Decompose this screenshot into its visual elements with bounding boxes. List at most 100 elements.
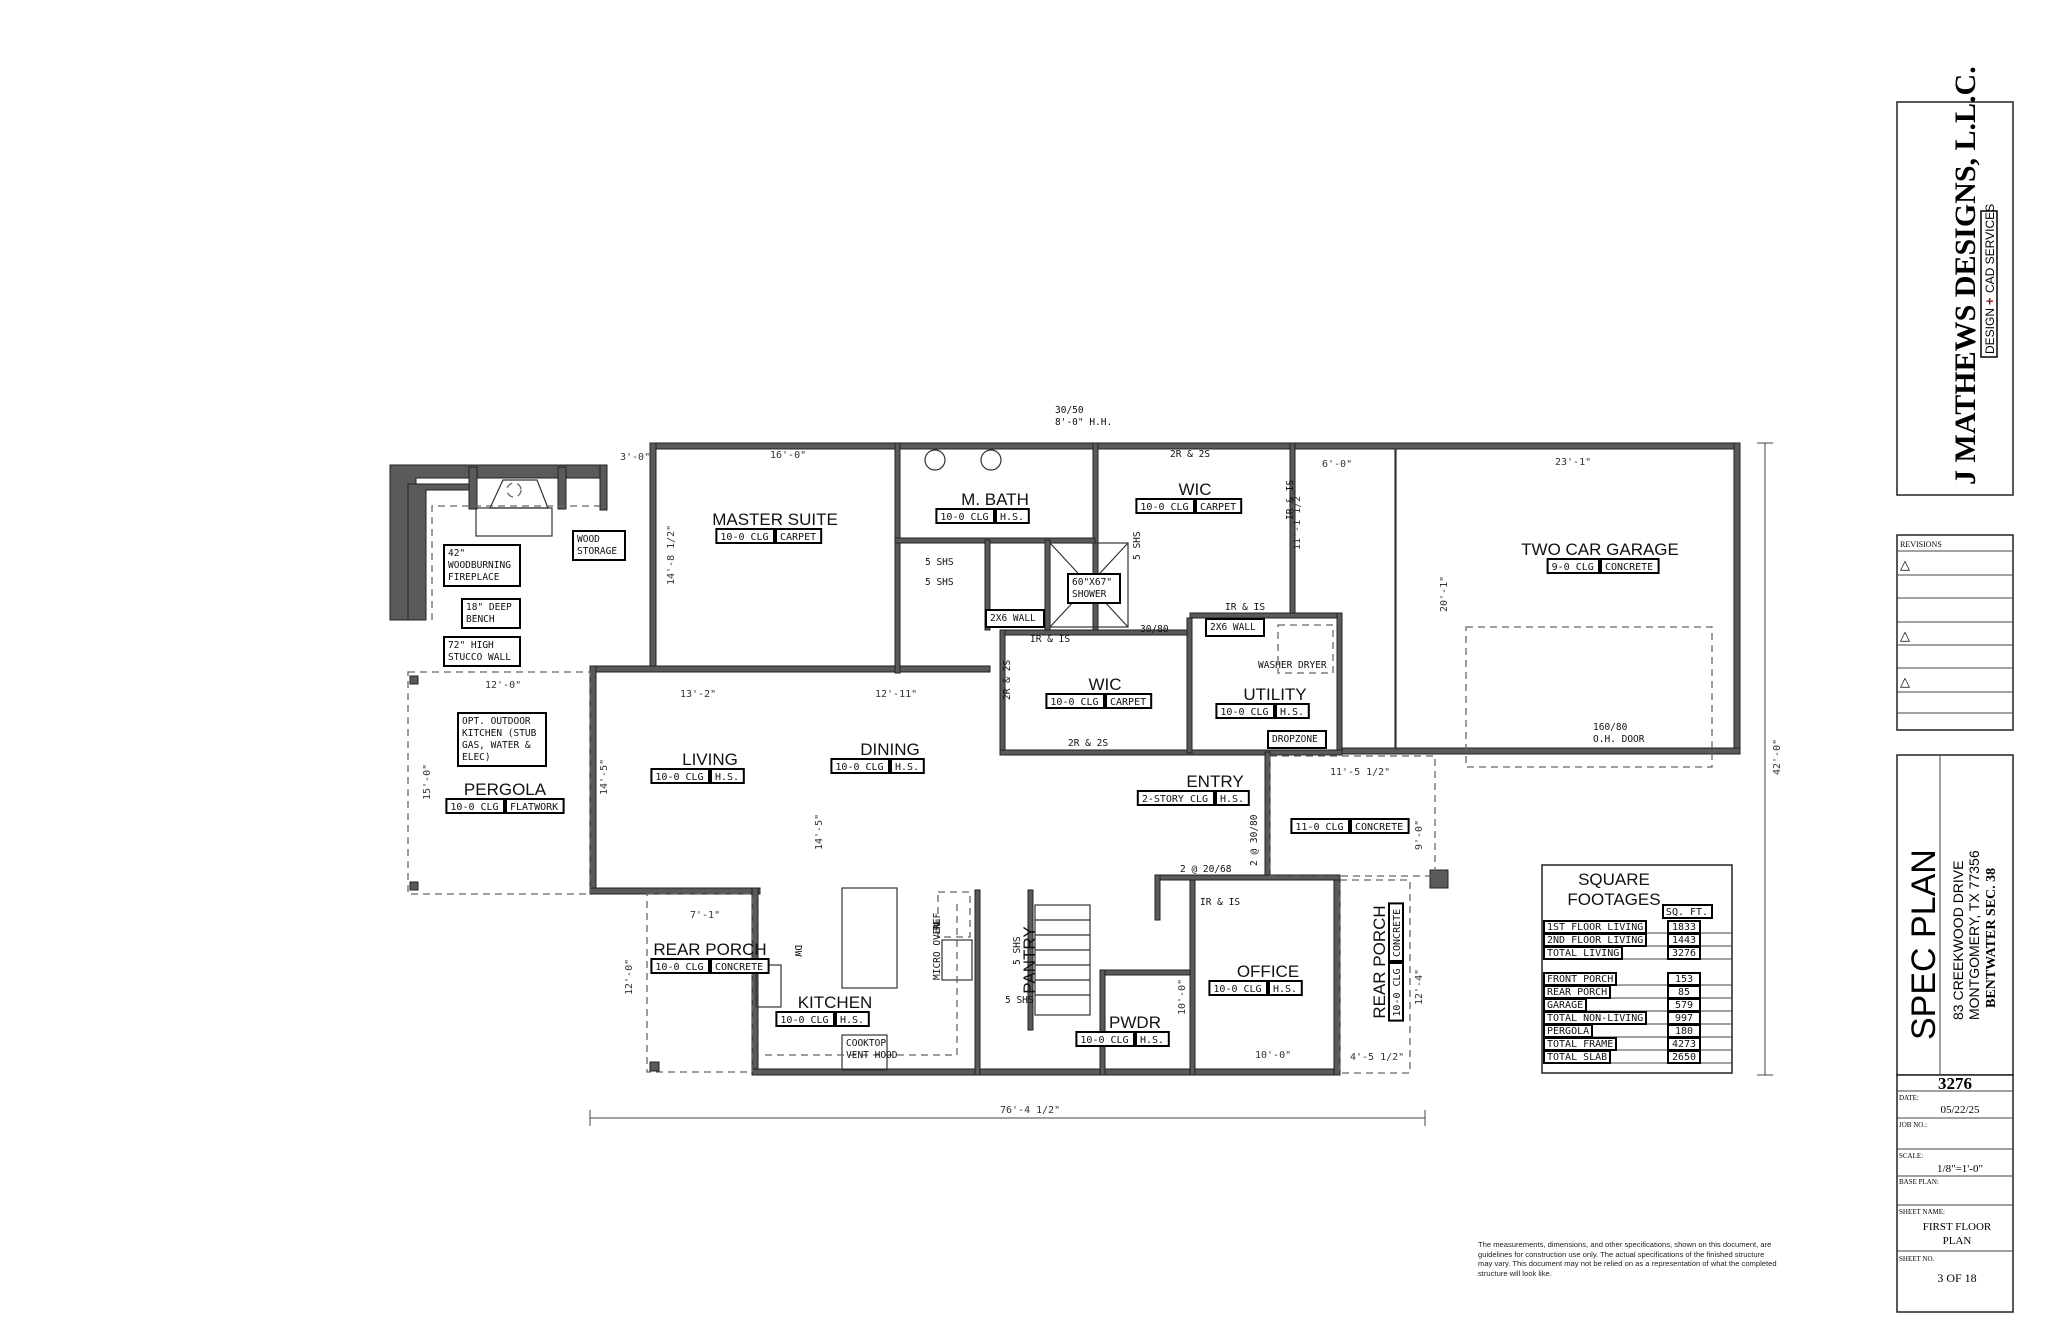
title-block: J MATHEWS DESIGNS, L.L.C. DESIGN + CAD S… bbox=[1896, 66, 2014, 1313]
room-tag: 10-0 CLG bbox=[1080, 1035, 1128, 1046]
svg-text:2X6 WALL: 2X6 WALL bbox=[990, 613, 1036, 624]
svg-text:2 @ 20/68: 2 @ 20/68 bbox=[1180, 864, 1232, 875]
garage-door-swing bbox=[1465, 626, 1713, 768]
cooktop bbox=[841, 1034, 888, 1071]
dimension-d-4_5: 4'-5 1/2" bbox=[1350, 1052, 1404, 1063]
sqft-row-label: FRONT PORCH bbox=[1547, 974, 1613, 985]
svg-text:7'-1": 7'-1" bbox=[690, 910, 720, 921]
room-tag-box bbox=[1290, 818, 1350, 834]
exterior-wall-bottom bbox=[751, 1068, 1341, 1076]
shelf-label: 5 SHS bbox=[925, 577, 954, 588]
svg-text:5 SHS: 5 SHS bbox=[1012, 936, 1023, 965]
sqft-row-label: REAR PORCH bbox=[1547, 987, 1607, 998]
sheet-no-value: 3 OF 18 bbox=[1937, 1271, 1976, 1285]
svg-text:OPT. OUTDOOR: OPT. OUTDOOR bbox=[462, 716, 531, 727]
shelf-label: 5 SHS bbox=[1012, 936, 1023, 965]
room-tag-box bbox=[650, 768, 710, 784]
room-tag-box bbox=[710, 768, 745, 784]
svg-text:30/80: 30/80 bbox=[1140, 624, 1169, 635]
shower-wall bbox=[1044, 539, 1051, 631]
svg-text:42": 42" bbox=[448, 548, 465, 559]
dimension-d-13_2: 13'-2" bbox=[680, 689, 716, 700]
sheet-name-label: SHEET NAME: bbox=[1899, 1208, 1945, 1216]
room-tag-box bbox=[1136, 790, 1215, 806]
entry-wall-right bbox=[1264, 751, 1271, 878]
shower-note: 60"X67"SHOWER bbox=[1067, 573, 1121, 604]
svg-text:GAS, WATER &: GAS, WATER & bbox=[462, 740, 531, 751]
room-tag: CONCRETE bbox=[1355, 822, 1403, 833]
front-porch-outline bbox=[1269, 755, 1436, 877]
svg-text:FIREPLACE: FIREPLACE bbox=[448, 572, 500, 583]
room-tag-box bbox=[1268, 980, 1303, 996]
dimension-d-14_5b: 14'-5" bbox=[814, 814, 825, 850]
wc-wall bbox=[984, 539, 991, 631]
svg-text:SHOWER: SHOWER bbox=[1072, 589, 1107, 600]
sqft-row-value: 579 bbox=[1675, 1000, 1693, 1011]
dropzone-note: DROPZONE bbox=[1267, 730, 1327, 749]
svg-text:13'-2": 13'-2" bbox=[680, 689, 716, 700]
square-footage-table: SQUARE FOOTAGES SQ. FT. 1ST FLOOR LIVING… bbox=[1541, 864, 1733, 1074]
washer-dryer bbox=[1277, 624, 1334, 674]
office-wall-right bbox=[1333, 874, 1341, 1076]
micro-oven-label: MICRO OVEN bbox=[932, 923, 943, 980]
sqft-title-line2: FOOTAGES bbox=[1567, 890, 1660, 909]
room-tag: 10-0 CLG bbox=[655, 772, 703, 783]
svg-text:72" HIGH: 72" HIGH bbox=[448, 640, 494, 651]
pwdr-wall-top bbox=[1099, 969, 1191, 976]
room-tag: 10-0 CLG bbox=[780, 1015, 828, 1026]
svg-text:ELEC): ELEC) bbox=[462, 752, 491, 763]
porch-post bbox=[1429, 869, 1449, 889]
room-tag: H.S. bbox=[1140, 1035, 1164, 1046]
dimension-d-3_0: 3'-0" bbox=[620, 452, 650, 463]
room-tag: CONCRETE bbox=[715, 962, 763, 973]
room-tag: FLATWORK bbox=[510, 802, 558, 813]
plan-title: SPEC PLAN bbox=[1905, 849, 1943, 1040]
sqft-row-label: TOTAL LIVING bbox=[1547, 948, 1619, 959]
room-tag: CARPET bbox=[780, 532, 816, 543]
svg-text:2 @ 30/80: 2 @ 30/80 bbox=[1249, 814, 1260, 866]
room-tag-box bbox=[830, 758, 890, 774]
address-line1: 83 CREEKWOOD DRIVE bbox=[1950, 861, 1966, 1020]
room-tag-box bbox=[775, 528, 823, 544]
living-wall-bottom bbox=[589, 887, 761, 895]
room-tag: 10-0 CLG bbox=[450, 802, 498, 813]
room-name: UTILITY bbox=[1243, 685, 1306, 704]
room-tag-box bbox=[710, 958, 770, 974]
room-tag-box bbox=[1135, 498, 1195, 514]
svg-text:20'-1": 20'-1" bbox=[1439, 576, 1450, 612]
sqft-row-label: TOTAL NON-LIVING bbox=[1547, 1013, 1643, 1024]
room-tag: 10-0 CLG bbox=[1213, 984, 1261, 995]
svg-text:15'-0": 15'-0" bbox=[422, 764, 433, 800]
sqft-row-value: 1833 bbox=[1672, 922, 1696, 933]
sqft-title-line1: SQUARE bbox=[1578, 870, 1650, 889]
master-bath-wall bbox=[894, 442, 901, 674]
svg-text:2R & 2S: 2R & 2S bbox=[1170, 449, 1210, 460]
svg-text:5 SHS: 5 SHS bbox=[925, 557, 954, 568]
room-tag: 11-0 CLG bbox=[1295, 822, 1343, 833]
rod-shelf-label: IR & IS bbox=[1285, 480, 1296, 520]
dimension-d-12_0a: 12'-0" bbox=[485, 680, 521, 691]
room-name: WIC bbox=[1088, 675, 1121, 694]
sqft-column-header: SQ. FT. bbox=[1666, 907, 1708, 918]
fireplace-grate bbox=[506, 482, 522, 498]
svg-text:IR & IS: IR & IS bbox=[1285, 480, 1296, 520]
svg-text:9'-0": 9'-0" bbox=[1414, 820, 1425, 850]
fireplace-wall bbox=[468, 466, 478, 510]
room-tag: 9-0 CLG bbox=[1552, 562, 1594, 573]
svg-text:42'-0": 42'-0" bbox=[1772, 739, 1783, 775]
company-name: J MATHEWS DESIGNS, L.L.C. bbox=[1949, 66, 1982, 485]
dimension-d-15_0: 15'-0" bbox=[422, 764, 433, 800]
svg-text:REF: REF bbox=[932, 913, 943, 930]
svg-text:14'-5": 14'-5" bbox=[814, 814, 825, 850]
room-name: OFFICE bbox=[1237, 962, 1299, 981]
room-tag-box bbox=[1215, 790, 1250, 806]
room-name: M. BATH bbox=[961, 490, 1029, 509]
room-tag-box bbox=[1275, 703, 1310, 719]
room-name: PANTRY bbox=[1020, 926, 1039, 993]
